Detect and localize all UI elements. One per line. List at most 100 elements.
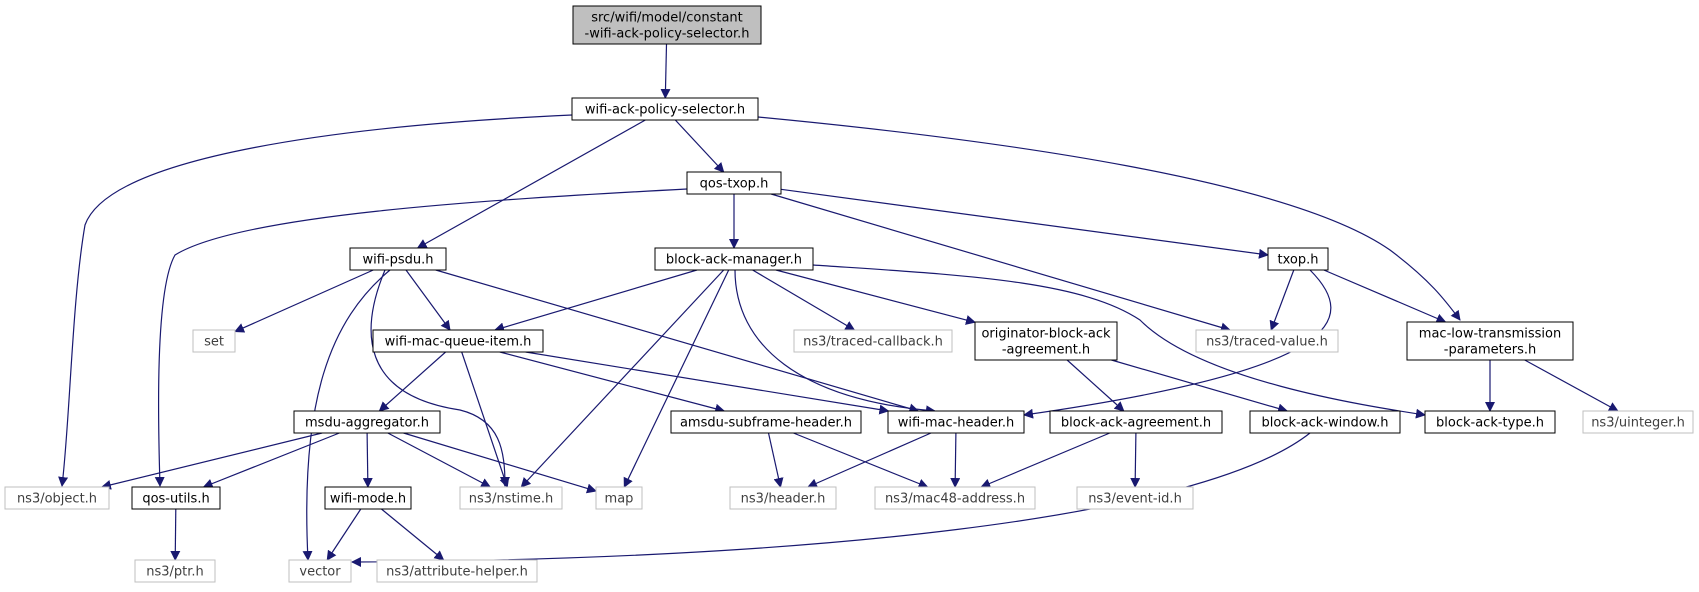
node-box-ns3-mac48-address xyxy=(874,486,1036,510)
node-block-ack-agreement[interactable]: block-ack-agreement.h xyxy=(1049,410,1223,434)
node-box-root xyxy=(572,5,762,45)
edge-msdu-aggregator-to-ns3-object xyxy=(100,432,323,490)
node-wifi-mac-header[interactable]: wifi-mac-header.h xyxy=(887,410,1025,434)
node-label: txop.h xyxy=(1278,253,1319,268)
node-box-ns3-object xyxy=(4,486,110,510)
node-label: ns3/traced-value.h xyxy=(1206,335,1328,350)
node-label: wifi-mac-queue-item.h xyxy=(385,335,532,350)
node-wifi-mode[interactable]: wifi-mode.h xyxy=(324,486,412,510)
node-block-ack-window[interactable]: block-ack-window.h xyxy=(1249,410,1401,434)
node-label: vector xyxy=(299,565,341,580)
node-label: block-ack-window.h xyxy=(1261,416,1388,431)
node-label: ns3/nstime.h xyxy=(469,492,553,507)
node-ns3-traced-callback: ns3/traced-callback.h xyxy=(793,329,953,353)
node-root[interactable]: src/wifi/model/constant-wifi-ack-policy-… xyxy=(572,5,762,45)
node-label: wifi-ack-policy-selector.h xyxy=(585,103,745,118)
edge-block-ack-manager-to-originator-block-ack-agreement xyxy=(775,269,976,325)
node-box-ns3-event-id xyxy=(1076,486,1194,510)
node-box-amsdu-subframe-header xyxy=(670,410,862,434)
edge-wifi-ack-policy-selector-to-wifi-psdu xyxy=(416,119,646,249)
edge-block-ack-manager-to-block-ack-type xyxy=(812,264,1426,419)
edge-wifi-mac-header-to-ns3-mac48-address xyxy=(950,432,961,488)
node-label: wifi-mode.h xyxy=(330,492,406,507)
edge-originator-block-ack-agreement-to-block-ack-window xyxy=(1111,359,1289,414)
edge-wifi-psdu-to-set xyxy=(234,269,374,333)
node-ns3-header: ns3/header.h xyxy=(729,486,837,510)
node-box-block-ack-manager xyxy=(654,247,814,271)
node-amsdu-subframe-header[interactable]: amsdu-subframe-header.h xyxy=(670,410,862,434)
node-box-ns3-uinteger xyxy=(1582,410,1694,434)
node-box-ns3-traced-value xyxy=(1195,329,1339,353)
node-label: ns3/uinteger.h xyxy=(1591,416,1685,431)
node-ns3-nstime: ns3/nstime.h xyxy=(459,486,563,510)
edge-mac-low-transmission-parameters-to-ns3-uinteger xyxy=(1524,359,1619,412)
node-box-wifi-mode xyxy=(324,486,412,510)
node-label: block-ack-type.h xyxy=(1436,416,1544,431)
edge-txop-to-mac-low-transmission-parameters xyxy=(1323,269,1447,324)
node-label: originator-block-ack xyxy=(981,327,1111,342)
node-ns3-object: ns3/object.h xyxy=(4,486,110,510)
node-label: qos-txop.h xyxy=(700,177,769,192)
node-label: -parameters.h xyxy=(1444,343,1536,358)
edge-block-ack-agreement-to-ns3-mac48-address xyxy=(980,432,1111,489)
node-box-ns3-header xyxy=(729,486,837,510)
node-label: ns3/object.h xyxy=(17,492,97,507)
file-nodes: src/wifi/model/constant-wifi-ack-policy-… xyxy=(4,5,1694,583)
edge-wifi-ack-policy-selector-to-mac-low-transmission-parameters xyxy=(757,116,1461,321)
node-qos-txop[interactable]: qos-txop.h xyxy=(686,171,782,195)
edge-qos-txop-to-qos-utils xyxy=(154,188,688,487)
node-ns3-mac48-address: ns3/mac48-address.h xyxy=(874,486,1036,510)
node-box-ns3-nstime xyxy=(459,486,563,510)
edge-wifi-psdu-to-wifi-mac-header xyxy=(435,269,920,414)
node-wifi-psdu[interactable]: wifi-psdu.h xyxy=(349,247,447,271)
node-ns3-ptr: ns3/ptr.h xyxy=(134,559,216,583)
node-box-msdu-aggregator xyxy=(293,410,441,434)
edge-wifi-ack-policy-selector-to-qos-txop xyxy=(674,119,725,173)
node-label: ns3/traced-callback.h xyxy=(803,335,943,350)
node-block-ack-manager[interactable]: block-ack-manager.h xyxy=(654,247,814,271)
edge-qos-txop-to-txop xyxy=(780,188,1269,259)
node-label: msdu-aggregator.h xyxy=(305,416,429,431)
edge-amsdu-subframe-header-to-ns3-mac48-address xyxy=(793,432,929,489)
node-wifi-ack-policy-selector[interactable]: wifi-ack-policy-selector.h xyxy=(571,97,759,121)
edge-block-ack-manager-to-ns3-nstime xyxy=(520,269,725,488)
edge-block-ack-window-to-vector xyxy=(351,432,1311,567)
node-box-ns3-traced-callback xyxy=(793,329,953,353)
edge-block-ack-manager-to-wifi-mac-header xyxy=(734,269,936,416)
edge-qos-txop-to-ns3-traced-value xyxy=(770,193,1231,333)
node-label: -agreement.h xyxy=(1002,343,1090,358)
node-label: ns3/ptr.h xyxy=(146,565,204,580)
node-label: src/wifi/model/constant xyxy=(591,11,743,26)
edge-block-ack-manager-to-wifi-mac-queue-item xyxy=(494,269,698,333)
node-box-set xyxy=(192,329,236,353)
edge-msdu-aggregator-to-map xyxy=(403,432,597,494)
edge-wifi-mode-to-vector xyxy=(326,508,362,561)
node-txop[interactable]: txop.h xyxy=(1267,247,1329,271)
edge-wifi-mac-queue-item-to-ns3-nstime xyxy=(461,351,510,488)
node-box-txop xyxy=(1267,247,1329,271)
node-ns3-traced-value: ns3/traced-value.h xyxy=(1195,329,1339,353)
node-label: map xyxy=(605,492,634,507)
node-wifi-mac-queue-item[interactable]: wifi-mac-queue-item.h xyxy=(372,329,544,353)
edge-msdu-aggregator-to-wifi-mode xyxy=(362,432,373,488)
edge-block-ack-manager-to-map xyxy=(623,269,730,488)
node-msdu-aggregator[interactable]: msdu-aggregator.h xyxy=(293,410,441,434)
node-box-map xyxy=(595,486,643,510)
node-label: wifi-psdu.h xyxy=(362,253,433,268)
edge-amsdu-subframe-header-to-ns3-header xyxy=(767,432,784,488)
node-mac-low-transmission-parameters[interactable]: mac-low-transmission-parameters.h xyxy=(1406,321,1574,361)
node-label: ns3/mac48-address.h xyxy=(885,492,1025,507)
edge-wifi-psdu-to-wifi-mac-queue-item xyxy=(405,269,451,331)
node-block-ack-type[interactable]: block-ack-type.h xyxy=(1424,410,1556,434)
node-label: mac-low-transmission xyxy=(1419,327,1561,342)
node-box-wifi-mac-queue-item xyxy=(372,329,544,353)
dependency-edges xyxy=(58,43,1619,567)
edge-msdu-aggregator-to-qos-utils xyxy=(202,432,340,489)
node-label: ns3/header.h xyxy=(741,492,826,507)
node-label: ns3/event-id.h xyxy=(1088,492,1182,507)
node-qos-utils[interactable]: qos-utils.h xyxy=(131,486,221,510)
node-box-wifi-psdu xyxy=(349,247,447,271)
node-originator-block-ack-agreement[interactable]: originator-block-ack-agreement.h xyxy=(974,321,1118,361)
edge-root-to-wifi-ack-policy-selector xyxy=(660,43,671,99)
